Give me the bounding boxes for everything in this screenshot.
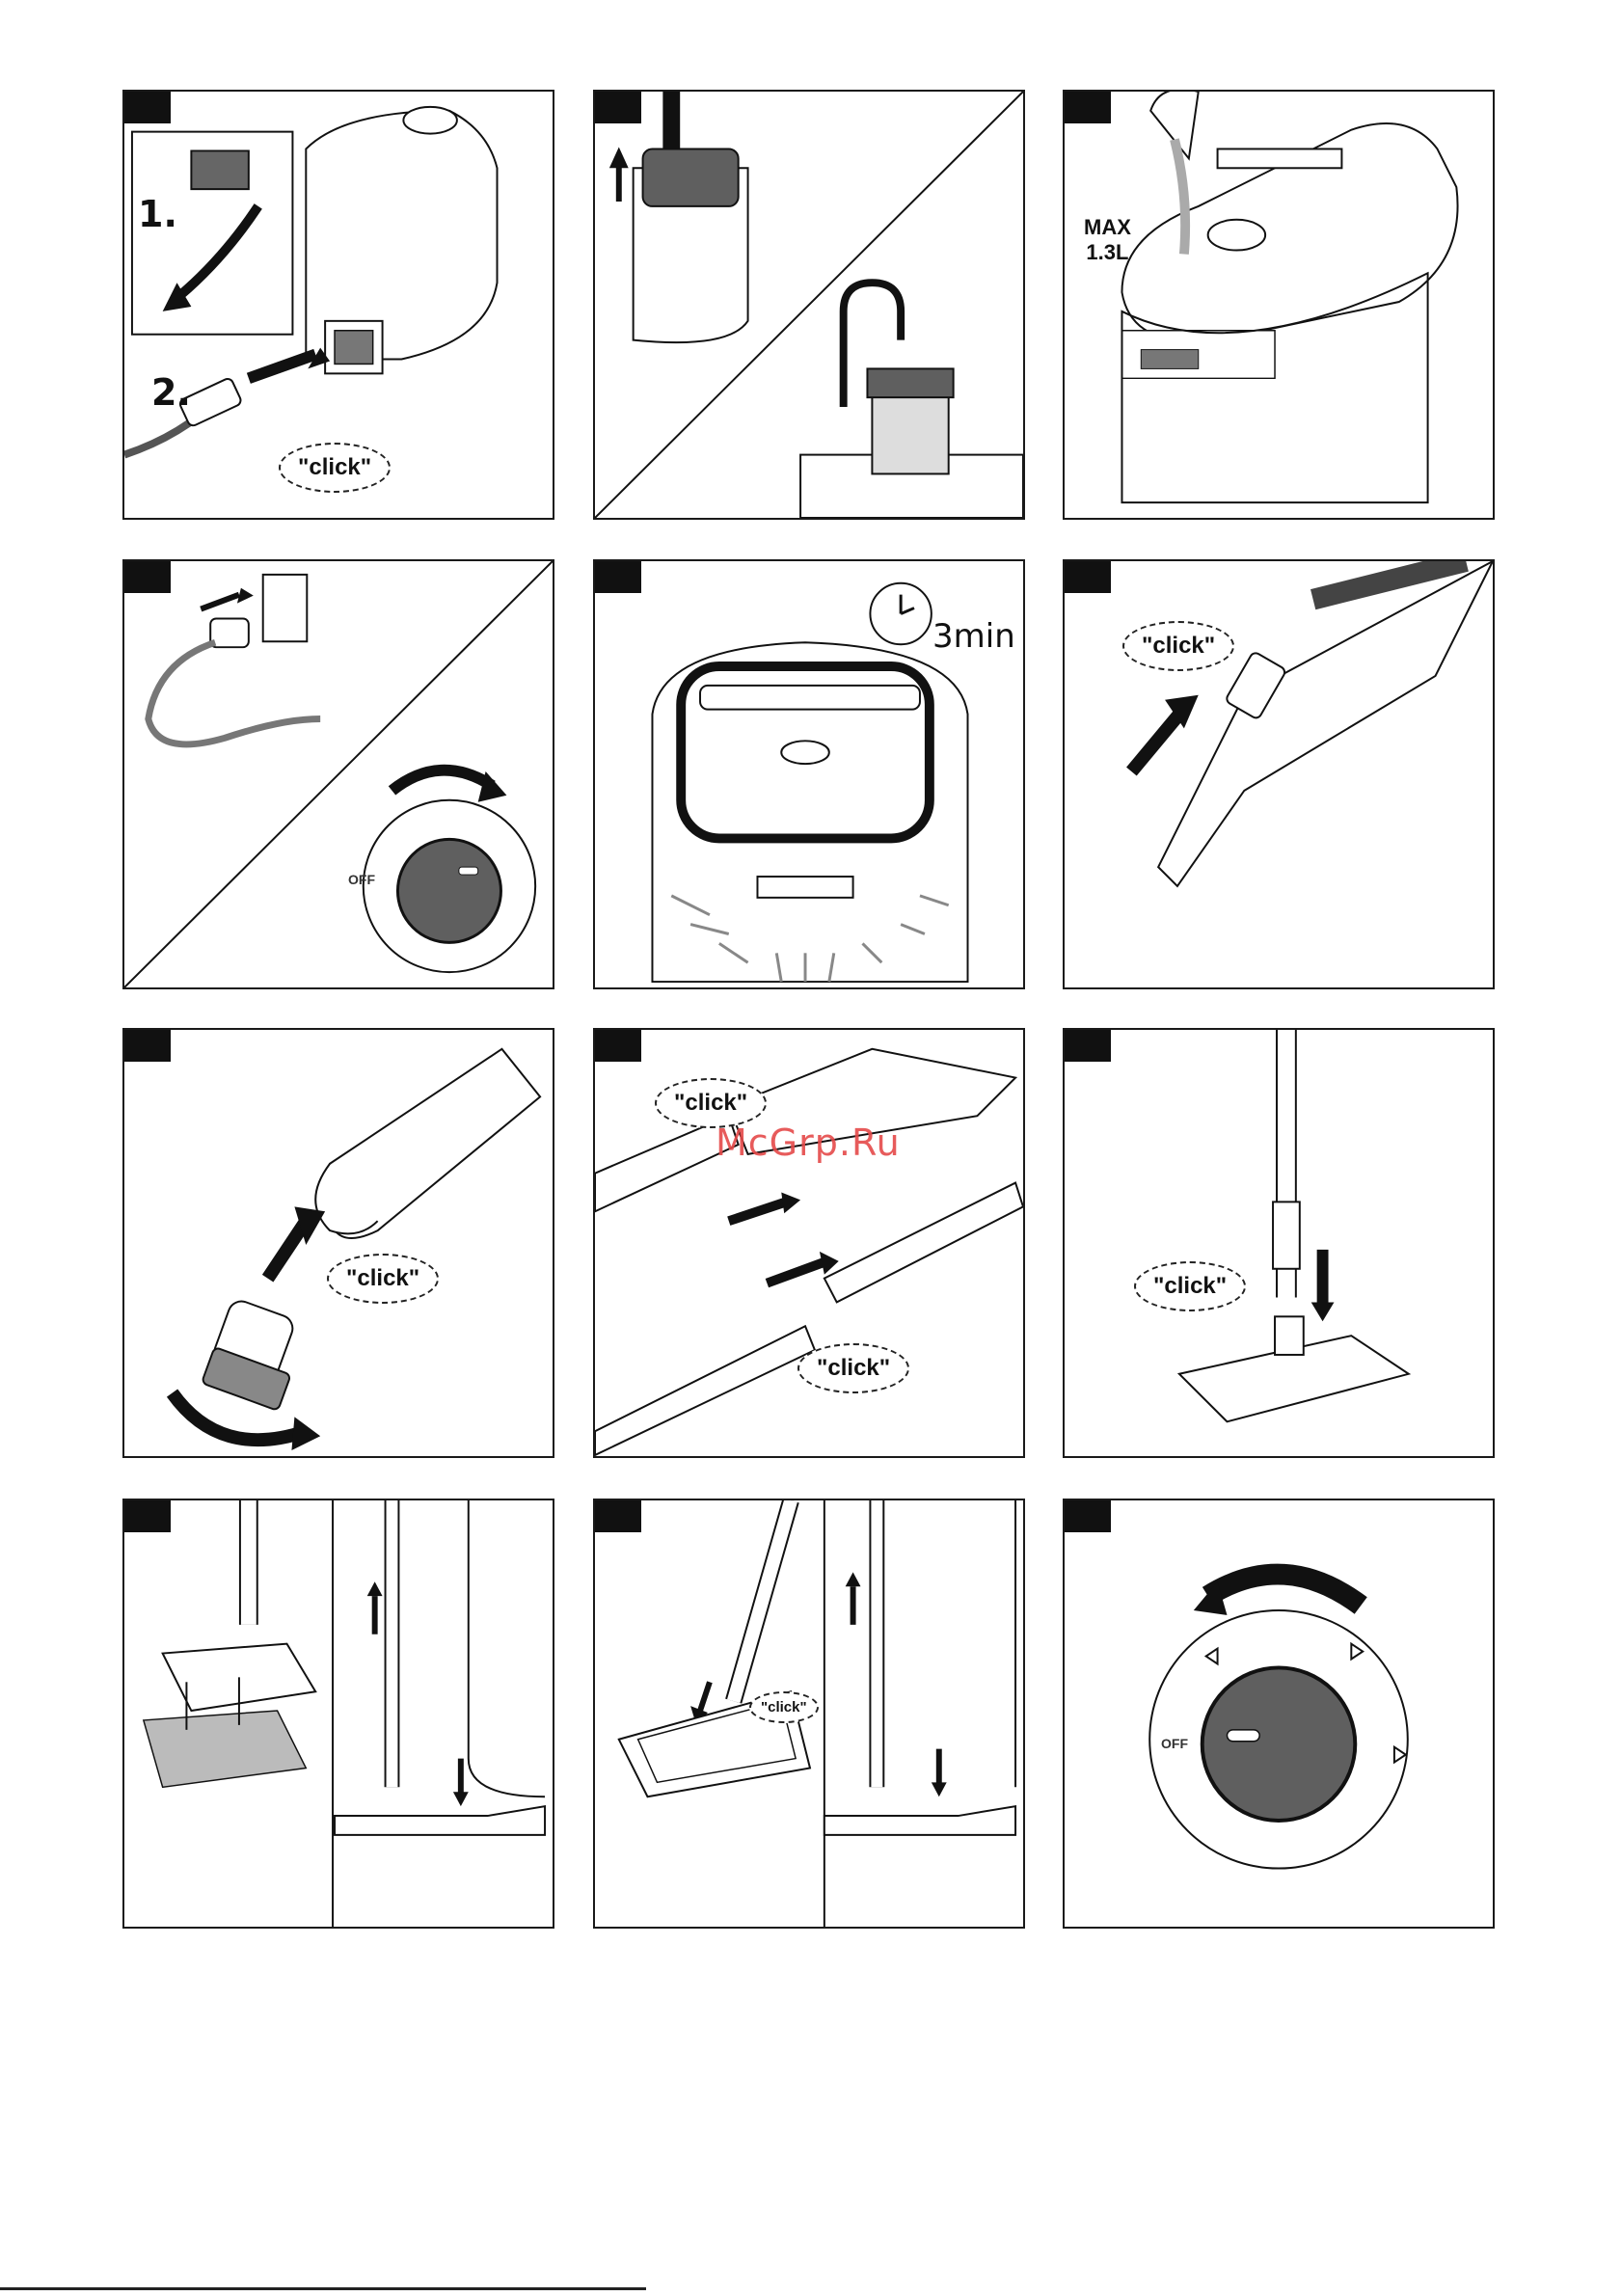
illustration-water-tank-fill xyxy=(595,92,1023,518)
watermark: McGrp.Ru xyxy=(716,1121,901,1164)
step-number-tab xyxy=(124,1030,171,1062)
step-panel-7: "click" xyxy=(122,1028,554,1458)
step-panel-11: "click" xyxy=(593,1499,1025,1929)
off-label: OFF xyxy=(1161,1736,1188,1751)
click-label: "click" xyxy=(327,1254,439,1304)
step-panel-2 xyxy=(593,90,1025,520)
step-panel-3: MAX 1.3L xyxy=(1063,90,1495,520)
illustration-attach-nozzle-to-gun xyxy=(1065,561,1493,987)
click-label: "click" xyxy=(749,1691,819,1723)
click-label-bottom: "click" xyxy=(797,1343,909,1393)
step-panel-4: OFF xyxy=(122,559,554,989)
step-label-1: 1. xyxy=(138,193,177,235)
step-number-tab xyxy=(124,561,171,593)
click-label: "click" xyxy=(279,443,391,493)
max-capacity-label: MAX 1.3L xyxy=(1084,215,1131,265)
illustration-attach-floor-cloth xyxy=(124,1500,553,1927)
illustration-plug-in-and-turn-dial xyxy=(124,561,553,987)
step-number-tab xyxy=(1065,561,1111,593)
step-panel-9: "click" xyxy=(1063,1028,1495,1458)
step-panel-8: "click" "click" xyxy=(593,1028,1025,1458)
step-number-tab xyxy=(124,1500,171,1532)
click-label: "click" xyxy=(1122,621,1234,671)
step-number-tab xyxy=(1065,1500,1111,1532)
illustration-attach-round-brush xyxy=(124,1030,553,1456)
step-number-tab xyxy=(595,1500,641,1532)
step-number-tab xyxy=(124,92,171,123)
step-panel-10 xyxy=(122,1499,554,1929)
step-panel-1: 1. 2. "click" xyxy=(122,90,554,520)
footer-rule xyxy=(0,2287,646,2290)
step-panel-5: 3min xyxy=(593,559,1025,989)
max-label: MAX xyxy=(1084,215,1131,240)
step-number-tab xyxy=(595,1030,641,1062)
capacity-value: 1.3L xyxy=(1084,240,1131,265)
illustration-pour-water xyxy=(1065,92,1493,518)
step-panel-6: "click" xyxy=(1063,559,1495,989)
step-number-tab xyxy=(1065,1030,1111,1062)
step-number-tab xyxy=(595,92,641,123)
step-panel-12: OFF xyxy=(1063,1499,1495,1929)
step-number-tab xyxy=(595,561,641,593)
step-label-2: 2. xyxy=(151,371,191,414)
illustration-turn-dial-off xyxy=(1065,1500,1493,1927)
off-label: OFF xyxy=(348,872,375,887)
illustration-attach-floor-nozzle xyxy=(1065,1030,1493,1456)
step-number-tab xyxy=(1065,92,1111,123)
click-label: "click" xyxy=(1134,1261,1246,1311)
heat-up-time: 3min xyxy=(932,617,1015,656)
